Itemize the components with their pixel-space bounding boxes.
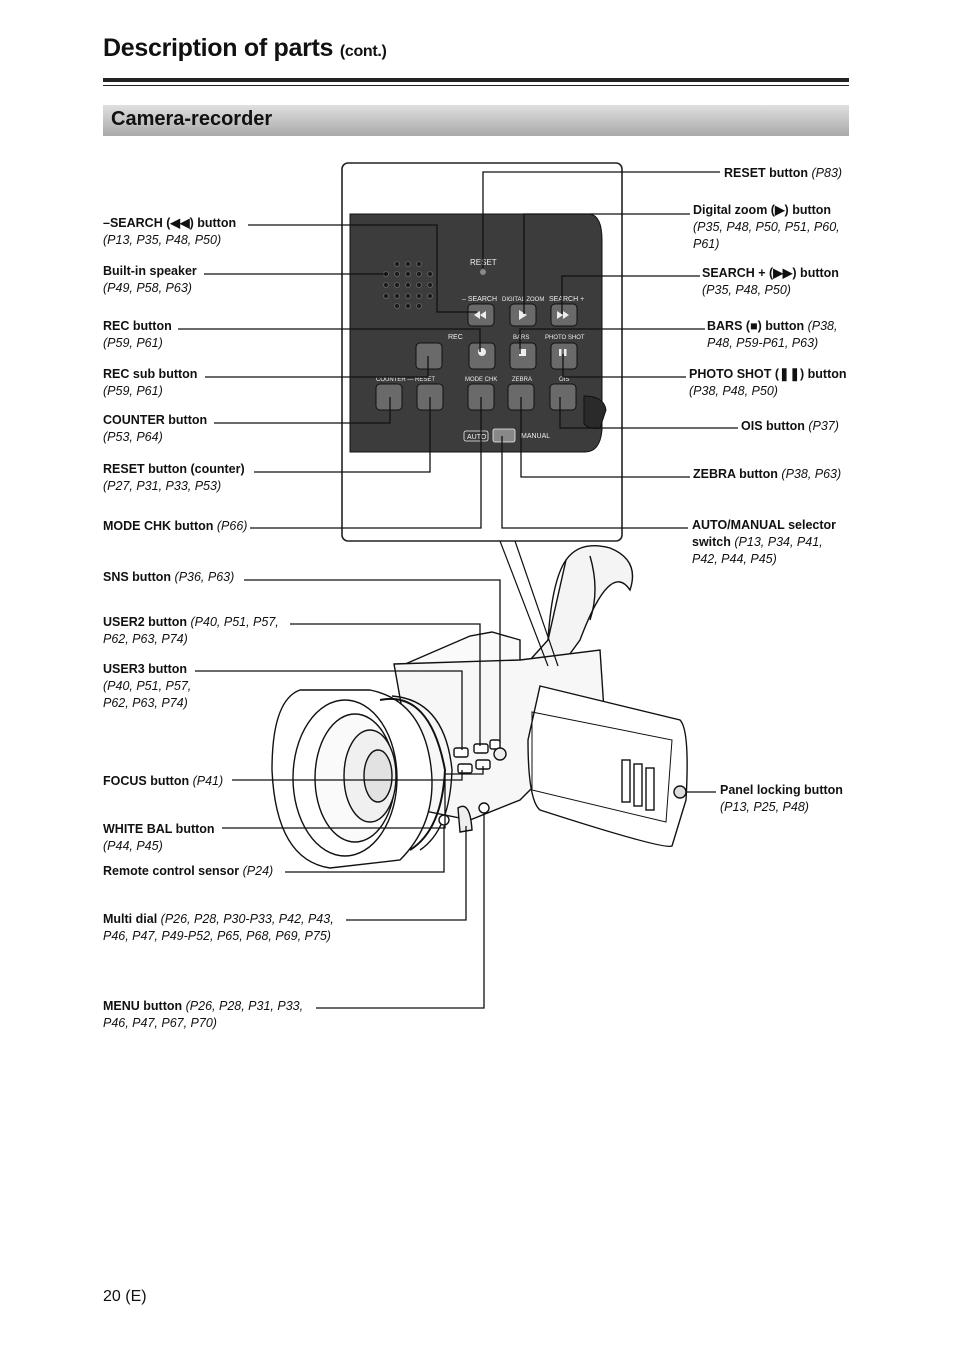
label-white-bal: WHITE BAL button(P44, P45) <box>103 822 215 853</box>
label-sns: SNS button (P36, P63) <box>103 570 235 584</box>
panel-label-auto: AUTO <box>467 434 487 441</box>
leader-search-plus <box>561 275 700 314</box>
sns-button <box>489 739 501 750</box>
rec-sub-button <box>415 342 443 370</box>
stop-icon <box>519 349 526 356</box>
camera-side-panel <box>349 213 603 453</box>
panel-label-counter: COUNTER — RESET <box>376 377 435 383</box>
leader-reset-counter <box>254 397 431 473</box>
leader-counter <box>214 397 391 424</box>
pause-icon <box>559 349 562 356</box>
label-digital-zoom: Digital zoom (▶) button(P35, P48, P50, P… <box>693 203 840 251</box>
label-search-plus: SEARCH + (▶▶) button(P35, P48, P50) <box>702 266 839 297</box>
leader-digital-zoom <box>523 213 690 314</box>
label-user2: USER2 button (P40, P51, P57,P62, P63, P7… <box>103 615 279 646</box>
panel-label-rec: REC <box>448 334 463 341</box>
panel-label-search-plus: SEARCH + <box>549 296 584 303</box>
auto-manual-switch <box>492 428 516 443</box>
label-panel-lock: Panel locking button(P13, P25, P48) <box>720 783 843 814</box>
label-focus: FOCUS button (P41) <box>103 774 224 788</box>
focus-button <box>457 763 473 774</box>
leader-user3 <box>195 670 463 750</box>
leader-ois <box>559 397 738 429</box>
leader-focus <box>232 770 463 781</box>
label-remote: Remote control sensor (P24) <box>103 864 274 878</box>
title-rule-thin <box>103 85 849 86</box>
label-bars: BARS (■) button (P38,P48, P59-P61, P63) <box>707 319 838 350</box>
remote-sensor <box>438 814 450 826</box>
panel-label-zebra: ZEBRA <box>512 377 532 383</box>
leader-multi-dial <box>346 826 467 921</box>
leader-remote <box>285 826 445 873</box>
fast-forward-icon <box>557 311 569 319</box>
leader-sns <box>244 579 501 742</box>
panel-label-digital-zoom: DIGITAL ZOOM <box>502 297 544 303</box>
leader-zebra <box>520 397 690 478</box>
label-counter: COUNTER button(P53, P64) <box>103 413 208 444</box>
rewind-icon <box>474 311 486 319</box>
auto-switch-badge <box>463 430 489 442</box>
label-multi-dial: Multi dial (P26, P28, P30-P33, P42, P43,… <box>103 912 334 943</box>
leader-bars <box>519 328 705 354</box>
label-menu: MENU button (P26, P28, P31, P33,P46, P47… <box>103 999 304 1030</box>
leader-search-minus <box>248 224 477 313</box>
panel-label-bars: BARS <box>513 335 529 341</box>
ois-button <box>549 383 577 411</box>
section-header: Camera-recorder <box>103 105 849 136</box>
label-search-minus: –SEARCH (◀◀) button(P13, P35, P48, P50) <box>103 216 237 247</box>
page-title: Description of parts (cont.) <box>103 34 387 62</box>
panel-label-mode-chk: MODE CHK <box>465 377 497 383</box>
multi-dial <box>457 805 473 833</box>
label-rec: REC button(P59, P61) <box>103 319 172 350</box>
page-number: 20 (E) <box>103 1288 147 1305</box>
speaker-grille <box>383 261 433 309</box>
label-reset-counter: RESET button (counter)(P27, P31, P33, P5… <box>103 462 245 493</box>
label-zebra: ZEBRA button (P38, P63) <box>693 467 842 481</box>
panel-label-ois: OIS <box>559 377 569 383</box>
leader-rec <box>178 328 481 352</box>
leader-reset <box>482 171 720 268</box>
label-rec-sub: REC sub button(P59, P61) <box>103 367 198 398</box>
leader-mode-chk <box>250 397 482 529</box>
panel-label-manual: MANUAL <box>521 433 550 440</box>
label-speaker: Built-in speaker(P49, P58, P63) <box>103 264 197 295</box>
leader-user2 <box>290 623 481 746</box>
counter-button <box>375 383 403 411</box>
user3-button <box>453 747 469 758</box>
panel-label-search-minus: – SEARCH <box>462 296 497 303</box>
leader-white-bal <box>222 766 484 829</box>
label-user3: USER3 button(P40, P51, P57,P62, P63, P74… <box>103 662 192 710</box>
leader-photo-shot <box>562 354 686 378</box>
play-icon <box>519 310 527 320</box>
panel-lock-button <box>673 785 687 799</box>
label-ois: OIS button (P37) <box>741 419 839 433</box>
menu-button <box>478 802 490 814</box>
user2-button <box>473 743 489 754</box>
leader-auto-manual <box>501 436 688 529</box>
camcorder-body <box>271 545 688 869</box>
record-icon <box>478 348 486 356</box>
panel-frame <box>341 162 623 542</box>
leader-menu <box>316 814 485 1009</box>
leader-rec-sub <box>205 356 429 378</box>
label-photo-shot: PHOTO SHOT (❚❚) button(P38, P48, P50) <box>689 367 847 398</box>
title-rule <box>103 78 849 82</box>
panel-label-photo-shot: PHOTO SHOT <box>545 335 585 341</box>
label-reset: RESET button (P83) <box>724 166 843 180</box>
label-mode-chk: MODE CHK button (P66) <box>103 519 248 533</box>
